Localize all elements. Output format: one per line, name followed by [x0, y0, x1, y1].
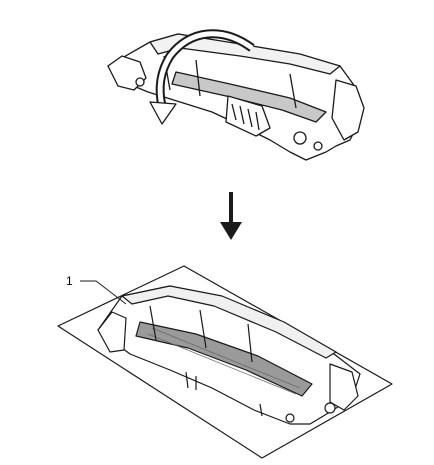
- down-arrow-icon: [220, 192, 242, 240]
- callout-number: 1: [66, 274, 73, 288]
- callout-1: 1: [66, 274, 127, 305]
- drum-unit-on-paper-icon: [57, 265, 393, 459]
- drum-unit-rotating-icon: [107, 29, 365, 161]
